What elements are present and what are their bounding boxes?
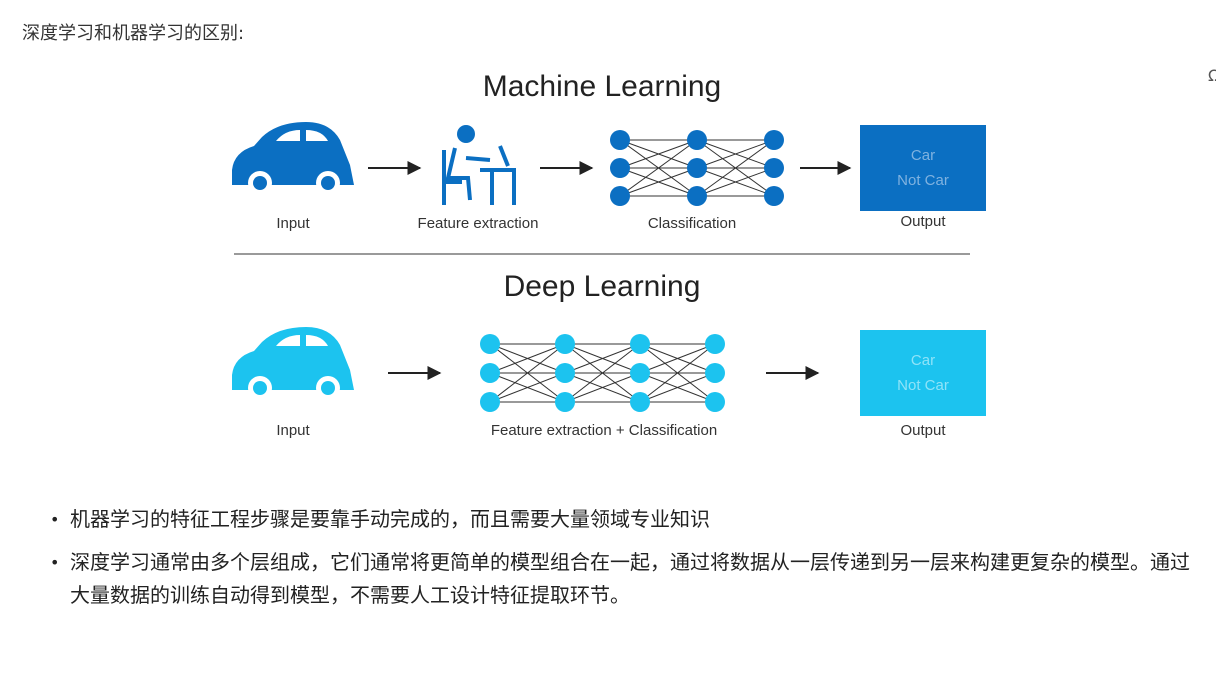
page-heading: 深度学习和机器学习的区别: <box>22 23 245 44</box>
ml-network-node <box>764 158 784 178</box>
ml-network-edge <box>696 167 775 197</box>
ml-output-label: Output <box>900 213 946 230</box>
dl-network-edge <box>564 343 641 374</box>
ml-network-node <box>610 186 630 206</box>
dl-network-node <box>705 363 725 383</box>
edge-glyph: Ω <box>1208 66 1216 85</box>
ml-network-node <box>610 130 630 150</box>
dl-network-edge <box>639 343 716 374</box>
dl-network-edge <box>489 343 566 374</box>
ml-neural-network-icon <box>610 130 784 206</box>
dl-output-box: Car Not Car <box>860 330 986 416</box>
ml-network-edge <box>619 139 698 169</box>
dl-network-node <box>705 392 725 412</box>
dl-network-edge <box>489 372 566 403</box>
ml-output-box: Car Not Car <box>860 125 986 211</box>
bullet-text: 机器学习的特征工程步骤是要靠手动完成的，而且需要大量领域专业知识 <box>70 507 710 531</box>
ml-network-edge <box>619 167 698 197</box>
dl-network-node <box>630 392 650 412</box>
dl-network-edge <box>564 372 641 403</box>
ml-classification-label: Classification <box>647 215 737 232</box>
dl-network-node <box>480 363 500 383</box>
ml-input-label: Input <box>276 215 310 232</box>
ml-network-edge <box>619 139 698 197</box>
dl-network-node <box>555 363 575 383</box>
ml-feature-label: Feature extraction <box>417 215 539 232</box>
dl-network-node <box>555 392 575 412</box>
bullet-item: • 机器学习的特征工程步骤是要靠手动完成的，而且需要大量领域专业知识 <box>48 503 1208 536</box>
ml-network-node <box>764 130 784 150</box>
ml-network-node <box>687 186 707 206</box>
bullet-marker: • <box>50 553 60 572</box>
dl-car-icon <box>232 327 354 400</box>
bullet-marker: • <box>50 510 60 529</box>
ml-output-not-car: Not Car <box>897 172 949 189</box>
dl-network-edge <box>639 372 716 403</box>
ml-network-node <box>610 158 630 178</box>
dl-output-not-car: Not Car <box>897 377 949 394</box>
bullet-list: • 机器学习的特征工程步骤是要靠手动完成的，而且需要大量领域专业知识 • 深度学… <box>48 503 1208 622</box>
ml-network-node <box>764 186 784 206</box>
dl-neural-network-icon <box>480 334 725 412</box>
bullet-text: 深度学习通常由多个层组成，它们通常将更简单的模型组合在一起，通过将数据从一层传递… <box>70 550 1190 607</box>
ml-network-edge <box>696 139 775 197</box>
dl-network-node <box>480 392 500 412</box>
person-at-desk-icon <box>442 125 516 205</box>
ml-title: Machine Learning <box>482 70 722 103</box>
ml-output-car: Car <box>910 147 936 164</box>
dl-network-edge <box>489 343 566 403</box>
ml-network-edge <box>696 139 775 169</box>
ml-network-node <box>687 130 707 150</box>
dl-input-label: Input <box>276 422 310 439</box>
ml-car-icon <box>232 122 354 195</box>
figure-graphics <box>232 122 970 412</box>
dl-network-edge <box>564 343 641 403</box>
ml-network-node <box>687 158 707 178</box>
dl-network-node <box>480 334 500 354</box>
dl-output-label: Output <box>900 422 946 439</box>
dl-network-node <box>630 334 650 354</box>
dl-network-edge <box>639 343 716 403</box>
dl-network-node <box>705 334 725 354</box>
bullet-item: • 深度学习通常由多个层组成，它们通常将更简单的模型组合在一起，通过将数据从一层… <box>48 546 1208 612</box>
dl-network-node <box>630 363 650 383</box>
dl-title: Deep Learning <box>503 270 701 303</box>
dl-network-node <box>555 334 575 354</box>
dl-output-car: Car <box>910 352 936 369</box>
dl-combined-label: Feature extraction + Classification <box>490 422 718 439</box>
